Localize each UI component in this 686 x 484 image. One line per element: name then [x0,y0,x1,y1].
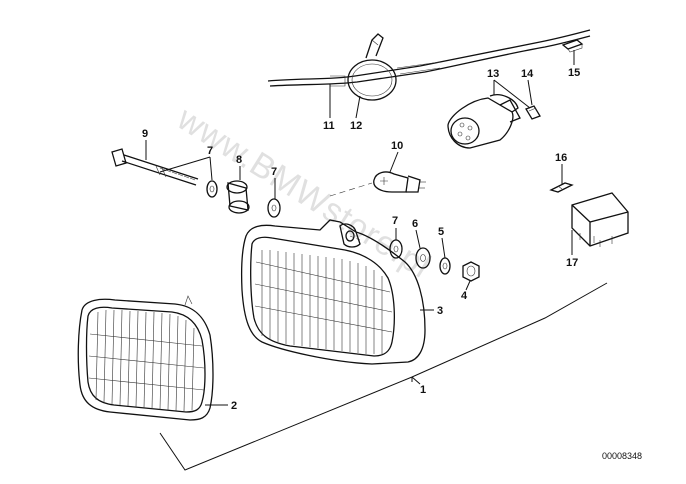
part-labels: 1 2 3 4 5 6 7 7 7 8 9 10 11 12 13 14 15 … [142,67,580,412]
connector-plug [561,39,584,53]
washer-7b [267,198,281,218]
label-7-right: 7 [392,215,398,227]
cable-clamp [347,33,397,101]
fuse [549,182,574,193]
label-7-middle: 7 [271,166,277,178]
label-11: 11 [323,120,335,132]
headlight-housing [240,219,426,365]
label-17: 17 [566,257,578,269]
label-1: 1 [420,384,426,396]
front-lens-cover [77,295,214,421]
mounting-bolt [111,148,199,186]
washer-5 [439,257,451,275]
washer-7a [206,180,218,198]
label-15: 15 [568,67,580,79]
label-8: 8 [236,154,242,166]
relay [571,192,629,247]
label-5: 5 [438,226,444,238]
label-10: 10 [391,140,403,152]
label-3: 3 [437,305,443,317]
bulb-socket [447,94,521,149]
cable-harness [267,29,591,87]
label-2: 2 [231,400,237,412]
leader-lines [145,50,575,406]
spacer-sleeve [226,180,250,214]
halogen-bulb [373,171,426,193]
label-9: 9 [142,128,148,140]
small-bulb [525,105,541,120]
label-13: 13 [487,68,499,80]
assembly-outline [159,282,608,471]
label-4: 4 [461,290,468,302]
flat-washer-6 [415,247,431,269]
label-14: 14 [521,68,534,80]
drawing-code: 00008348 [602,451,642,461]
nut-4 [462,261,480,282]
label-6: 6 [412,218,418,230]
label-12: 12 [350,120,362,132]
label-7-top: 7 [207,145,213,157]
label-16: 16 [555,152,567,164]
